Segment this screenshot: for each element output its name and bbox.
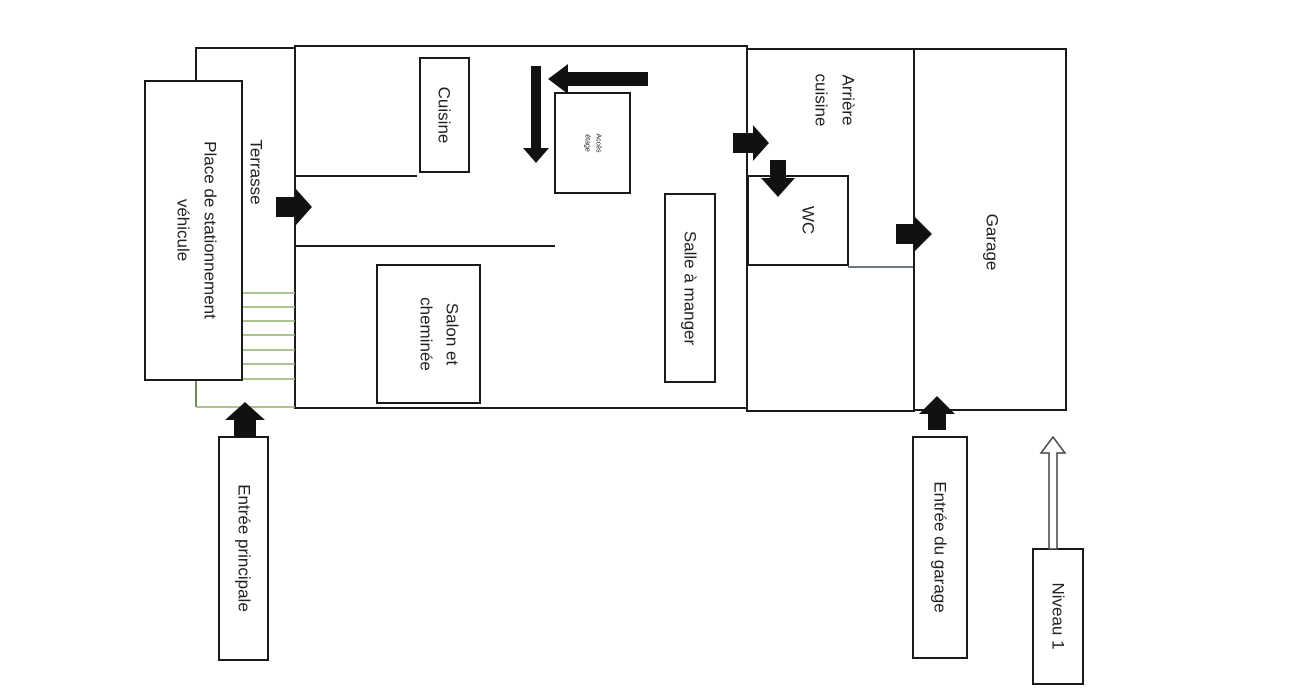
parking-label-line2: véhicule (174, 199, 193, 261)
arrow-down-icon (761, 160, 795, 197)
arrow-up-icon (919, 396, 955, 430)
arriere-label-line2: cuisine (812, 74, 831, 127)
entrance-steps (195, 292, 295, 408)
wc-wall (747, 175, 849, 266)
salle-box (664, 193, 716, 383)
salle-label: Salle à manger (681, 231, 700, 346)
room-labels: Terrasse Place de stationnement véhicule… (174, 74, 1068, 650)
garage-label: Garage (983, 214, 1002, 271)
parking-label-line1: Place de stationnement (201, 141, 220, 319)
salon-label-line1: Salon et (443, 303, 462, 366)
entree-principale-box (218, 436, 269, 661)
terrasse-label: Terrasse (247, 139, 266, 204)
arrow-up-icon (225, 402, 265, 437)
entree-principale-label: Entrée principale (235, 484, 254, 612)
salon-box (376, 264, 481, 404)
entree-garage-box (912, 436, 968, 659)
arrow-right-icon (733, 125, 769, 161)
acces-etage-box (554, 92, 631, 194)
parking-box (144, 80, 243, 381)
arrow-up-hollow-icon (1039, 435, 1067, 550)
arriere-label-line1: Arrière (839, 74, 858, 125)
wc-label: WC (799, 206, 818, 234)
terrasse-outline (195, 47, 295, 80)
arrow-right-icon (896, 216, 932, 252)
entree-garage-label: Entrée du garage (931, 481, 950, 612)
arrow-left-icon (548, 64, 648, 94)
walls (195, 45, 1067, 412)
arrow-down-icon (523, 66, 549, 163)
cuisine-box (419, 57, 470, 173)
cuisine-label: Cuisine (435, 87, 454, 144)
niveau-box (1032, 548, 1084, 685)
arrow-right-icon (276, 189, 312, 225)
acces-label-line2: étage (584, 134, 591, 152)
circulation-arrows (225, 64, 955, 437)
acces-label-line1: Accès (595, 133, 602, 153)
salon-label-line2: cheminée (417, 297, 436, 371)
niveau-label: Niveau 1 (1049, 582, 1068, 649)
